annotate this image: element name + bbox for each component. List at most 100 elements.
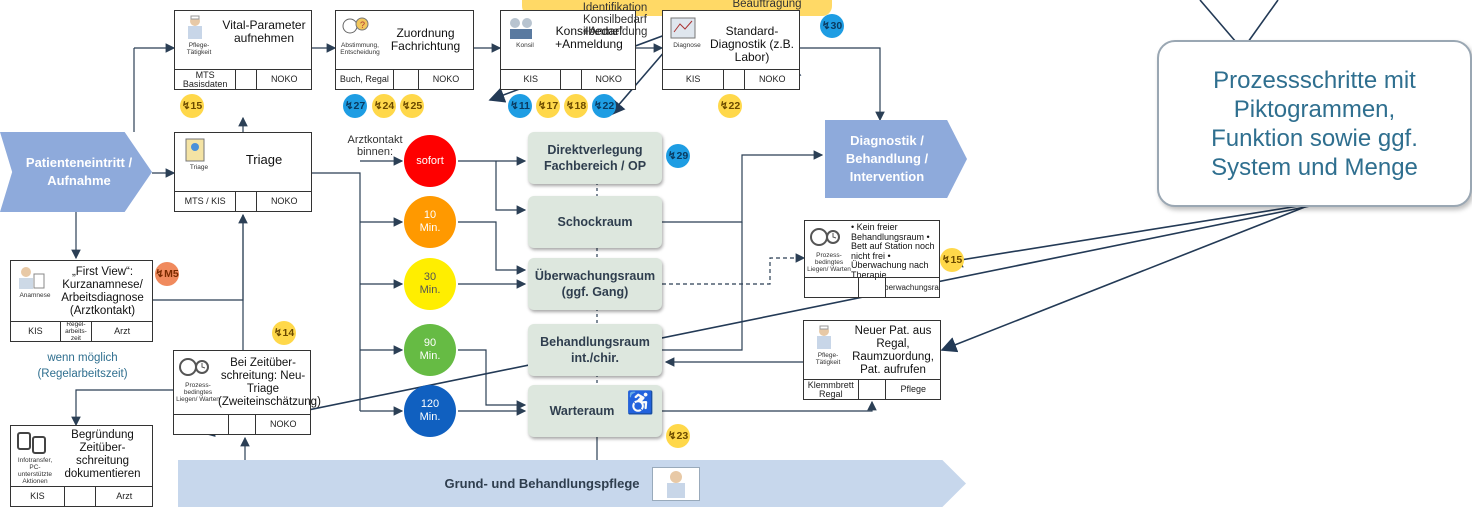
step-caption: Abstimmung, Entscheidung [340, 42, 380, 56]
footer-cell: Arzt [114, 326, 131, 336]
yellow-callout-text: Identifikation Konsilbedarf +Anmeldung [556, 2, 674, 38]
footer-cell: NOKO [432, 74, 460, 84]
urgency-label: 10 Min. [419, 209, 441, 234]
entry-label: Patienteneintritt / Aufnahme [25, 155, 133, 188]
room-label: Behandlungsraum int./chir. [540, 335, 650, 365]
waiting-icon [808, 224, 842, 252]
room-ueberwachungsraum: Überwachungsraum (ggf. Gang) [528, 258, 662, 310]
footer-cell: NOKO [270, 74, 298, 84]
footer-cell: NOKO [270, 196, 298, 206]
urgency-circle: 120 Min. [404, 385, 456, 437]
nurse-icon [178, 14, 212, 42]
step-caption: Prozess-bedingtes Liegen/ Warten [176, 382, 220, 403]
diagnosis-icon [666, 14, 700, 42]
step-title: Vital-Parameter aufnehmen [222, 18, 306, 45]
room-label: Überwachungsraum (ggf. Gang) [534, 269, 656, 299]
footer-cell: KIS [11, 487, 65, 506]
step-footer: NOKO [174, 414, 310, 434]
badge-label: ↯30 [821, 20, 843, 32]
footer-cell: KIS [663, 70, 725, 89]
badge-label: ↯27 [344, 100, 366, 112]
badge-label: ↯15 [181, 100, 203, 112]
issue-badge: ↯23 [666, 424, 690, 448]
nurse-icon [807, 324, 841, 352]
step-title: Konsilbedarf +Anmeldung [555, 24, 623, 51]
issue-badge: ↯14 [272, 321, 296, 345]
step-caption: Anamnese [19, 292, 51, 299]
step-zuordnung: ? Abstimmung, Entscheidung Zuordnung Fac… [335, 10, 474, 90]
step-neuer-patient: Pflege-Tätigkeit Neuer Pat. aus Regal, R… [803, 320, 941, 400]
step-title: Bei Zeitüber-schreitung: Neu-Triage (Zwe… [218, 357, 321, 408]
step-footer: *Überwachungsraum [805, 277, 939, 297]
step-title: Neuer Pat. aus Regal, Raumzuordung, Pat.… [852, 325, 934, 376]
waiting-person-icon: ♿ [626, 390, 654, 415]
anamnesis-icon [14, 264, 48, 292]
urgency-label: 90 Min. [419, 337, 441, 362]
footer-cell: MTS Basisdaten [175, 70, 237, 89]
footer-cell [236, 70, 258, 89]
footer-cell: NOKO [269, 419, 297, 429]
step-diagnostik: Diagnose Standard-Diagnostik (z.B. Labor… [662, 10, 800, 90]
footer-cell: KIS [11, 322, 61, 341]
room-label: Warteraum [549, 404, 615, 418]
issue-badge: ↯29 [666, 144, 690, 168]
badge-label: ↯15 [941, 254, 963, 266]
step-caption: Triage [189, 164, 209, 171]
diagnostik-label: Diagnostik / Behandlung / Intervention [845, 133, 929, 184]
consult-icon [504, 14, 538, 42]
urgency-label: sofort [416, 154, 444, 167]
diagnostik-chevron: Diagnostik / Behandlung / Intervention [825, 120, 967, 198]
badge-label: ↯23 [667, 430, 689, 442]
footer-cell [65, 487, 97, 506]
legend-callout: Prozessschritte mit Piktogrammen, Funkti… [1157, 40, 1472, 207]
issue-badge: ↯22 [718, 94, 742, 118]
footer-cell [236, 192, 258, 211]
step-footer: KIS Arzt [11, 486, 152, 506]
step-caption: Pflege-Tätigkeit [815, 352, 841, 366]
wenn-moeglich-note: wenn möglich (Regelarbeitszeit) [37, 352, 128, 380]
badge-label: ↯14 [273, 327, 295, 339]
footer-cell [724, 70, 746, 89]
grundpflege-label: Grund- und Behandlungspflege [444, 475, 640, 491]
badge-label: ↯22 [719, 100, 741, 112]
step-title: Zuordnung Fachrichtung [390, 26, 461, 53]
footer-cell: NOKO [758, 74, 786, 84]
arztkontakt-label: Arztkontakt binnen: [347, 134, 403, 158]
issue-badge: ↯17 [536, 94, 560, 118]
footer-cell: Regel-arbeits-zeit [61, 322, 93, 341]
badge-label: ↯18 [565, 100, 587, 112]
footer-cell [859, 380, 887, 399]
issue-badge: ↯24 [372, 94, 396, 118]
room-schockraum: Schockraum [528, 196, 662, 248]
triage-icon [178, 136, 212, 164]
step-first-view: Anamnese „First View“: Kurzanamnese/ Arb… [10, 260, 153, 342]
step-kein-freier-raum: Prozess-bedingtes Liegen/ Warten • Kein … [804, 220, 940, 298]
decision-icon: ? [339, 14, 373, 42]
footer-cell [174, 415, 229, 434]
info-transfer-icon [14, 429, 48, 457]
badge-label: ↯24 [373, 100, 395, 112]
footer-cell: Arzt [116, 491, 133, 501]
issue-badge: ↯30 [820, 14, 844, 38]
footer-cell: Buch, Regal [336, 70, 394, 89]
step-title: Begründung Zeitüber-schreitung dokumenti… [64, 429, 141, 480]
urgency-circle: sofort [404, 135, 456, 187]
beauftragung-label: Beauftragung [732, 0, 802, 10]
badge-label: ↯11 [510, 100, 530, 112]
step-footer: MTS / KIS NOKO [175, 191, 311, 211]
issue-badge: ↯M5 [155, 262, 179, 286]
svg-text:?: ? [360, 20, 365, 30]
entry-chevron: Patienteneintritt / Aufnahme [0, 132, 152, 212]
room-warteraum: Warteraum ♿ [528, 385, 662, 437]
urgency-circle: 30 Min. [404, 258, 456, 310]
urgency-circle: 90 Min. [404, 324, 456, 376]
step-caption: Prozess-bedingtes Liegen/ Warten [807, 252, 851, 273]
urgency-circle: 10 Min. [404, 196, 456, 248]
issue-badge: ↯18 [564, 94, 588, 118]
footer-cell: MTS / KIS [175, 192, 237, 211]
issue-badge: ↯25 [400, 94, 424, 118]
step-caption: Infotransfer, PC-unterstützte Aktionen [17, 457, 53, 485]
